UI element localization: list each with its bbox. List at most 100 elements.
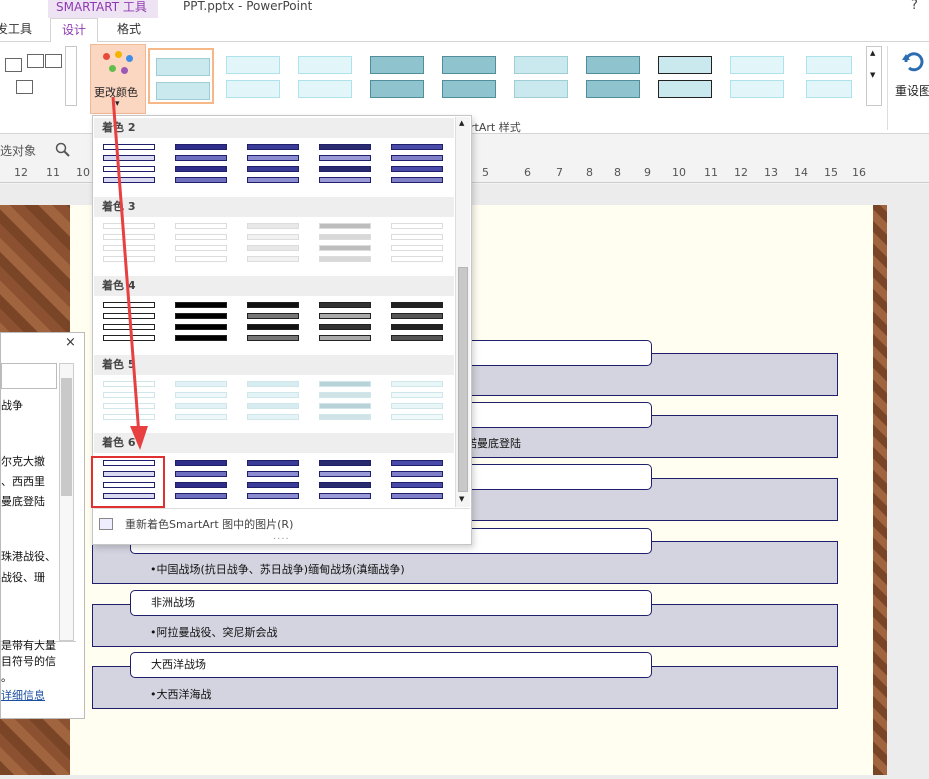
smartart-row-body[interactable]: •中国战场(抗日战争、苏日战争)缅甸战场(滇缅战争)	[150, 563, 405, 576]
color-option[interactable]	[173, 140, 231, 192]
color-option-bar	[319, 155, 371, 161]
close-icon[interactable]: ×	[65, 335, 76, 350]
reset-graphic-icon[interactable]	[900, 48, 926, 76]
color-option-bar	[175, 403, 227, 409]
smartart-row-body[interactable]: •阿拉曼战役、突尼斯会战	[150, 626, 278, 639]
text-pane-line[interactable]: 战争	[1, 399, 23, 412]
color-option[interactable]	[389, 298, 447, 350]
scrollbar-thumb[interactable]	[458, 267, 468, 492]
smartart-style-option[interactable]	[364, 48, 430, 104]
text-pane-info-line: 是带有大量	[1, 639, 56, 652]
dropdown-scrollbar[interactable]: ▲ ▼	[455, 117, 470, 507]
ruler-tick: 8	[614, 166, 621, 179]
scrollbar-thumb[interactable]	[61, 378, 72, 496]
text-pane-line[interactable]: 、西西里	[1, 475, 45, 488]
smartart-style-option[interactable]	[796, 48, 862, 104]
color-option[interactable]	[245, 140, 303, 192]
smartart-style-option[interactable]	[148, 48, 214, 104]
color-option-bar	[391, 335, 443, 341]
color-option-bar	[247, 324, 299, 330]
color-option[interactable]	[317, 298, 375, 350]
smartart-style-option[interactable]	[652, 48, 718, 104]
scroll-down-icon[interactable]: ▼	[459, 495, 465, 503]
color-option[interactable]	[389, 377, 447, 429]
color-option-bar	[103, 155, 155, 161]
style-bar	[370, 80, 424, 98]
smartart-row-header[interactable]: 非洲战场	[130, 590, 652, 616]
color-option[interactable]	[389, 456, 447, 508]
more-info-link[interactable]: 详细信息	[1, 689, 45, 702]
color-option[interactable]	[245, 456, 303, 508]
scroll-up-icon[interactable]: ▲	[459, 119, 465, 127]
color-option[interactable]	[101, 377, 159, 429]
color-option-bar	[175, 256, 227, 262]
reset-graphic-label[interactable]: 重设图	[895, 84, 929, 98]
text-pane-line[interactable]: 尔克大撤	[1, 455, 45, 468]
color-option[interactable]	[173, 219, 231, 271]
color-option[interactable]	[101, 456, 159, 508]
color-option[interactable]	[245, 298, 303, 350]
color-option-bar	[103, 414, 155, 420]
color-option[interactable]	[317, 140, 375, 192]
layout-scrollbar[interactable]	[65, 46, 77, 106]
style-bar	[658, 56, 712, 74]
color-option-bar	[175, 166, 227, 172]
smartart-style-option[interactable]	[724, 48, 790, 104]
chevron-down-icon: ▾	[115, 99, 120, 109]
text-pane-line[interactable]: 曼底登陆	[1, 495, 45, 508]
smartart-style-option[interactable]	[220, 48, 286, 104]
color-option[interactable]	[245, 377, 303, 429]
color-option-bar	[319, 177, 371, 183]
tab-design[interactable]: 设计	[50, 18, 98, 43]
color-option[interactable]	[101, 140, 159, 192]
smartart-row-body[interactable]: 诺曼底登陆	[466, 437, 521, 450]
smartart-row-body[interactable]: •大西洋海战	[150, 688, 212, 701]
smartart-style-option[interactable]	[580, 48, 646, 104]
scroll-down-icon[interactable]: ▼	[870, 71, 876, 79]
color-option[interactable]	[173, 298, 231, 350]
style-gallery-scrollbar[interactable]: ▲ ▼	[866, 46, 882, 106]
change-colors-button[interactable]: 更改颜色 ▾	[90, 44, 146, 114]
color-option[interactable]	[101, 298, 159, 350]
zoom-icon[interactable]	[55, 142, 71, 158]
section-header: 着色 3	[94, 197, 454, 217]
smartart-style-option[interactable]	[292, 48, 358, 104]
layout-option-icon[interactable]	[16, 80, 33, 94]
add-shape-layout-icon[interactable]	[5, 58, 22, 72]
text-pane-scrollbar[interactable]	[59, 363, 74, 641]
color-option[interactable]	[317, 456, 375, 508]
text-pane-line[interactable]: 珠港战役、	[1, 550, 56, 563]
text-pane-divider	[1, 641, 76, 642]
color-option-bar	[103, 335, 155, 341]
color-option[interactable]	[101, 219, 159, 271]
layout-option-icon[interactable]	[27, 54, 44, 68]
color-option-bar	[175, 482, 227, 488]
color-dot-icon	[109, 65, 116, 72]
color-option[interactable]	[389, 140, 447, 192]
color-option[interactable]	[389, 219, 447, 271]
smartart-row-header[interactable]: 大西洋战场	[130, 652, 652, 678]
color-option[interactable]	[317, 219, 375, 271]
resize-grip-icon[interactable]: ····	[273, 534, 290, 545]
section-header: 着色 5	[94, 355, 454, 375]
color-option[interactable]	[173, 456, 231, 508]
color-dot-icon	[126, 55, 133, 62]
scroll-up-icon[interactable]: ▲	[870, 49, 876, 57]
color-option-bar	[319, 313, 371, 319]
color-option-bar	[175, 234, 227, 240]
color-option[interactable]	[173, 377, 231, 429]
text-pane-input[interactable]	[1, 363, 57, 389]
smartart-style-option[interactable]	[508, 48, 574, 104]
select-objects-label[interactable]: 选对象	[0, 144, 37, 158]
ruler-tick: 11	[46, 166, 60, 179]
color-option[interactable]	[245, 219, 303, 271]
tab-format[interactable]: 格式	[116, 22, 141, 36]
text-pane-line[interactable]: 战役、珊	[1, 571, 45, 584]
tab-developer[interactable]: 发工具	[0, 22, 32, 36]
layout-option-icon[interactable]	[45, 54, 62, 68]
recolor-pictures-menu-item[interactable]: 重新着色SmartArt 图中的图片(R)	[99, 516, 293, 532]
help-icon[interactable]: ?	[911, 0, 918, 13]
color-option[interactable]	[317, 377, 375, 429]
smartart-style-option[interactable]	[436, 48, 502, 104]
highlight-box	[91, 456, 165, 508]
